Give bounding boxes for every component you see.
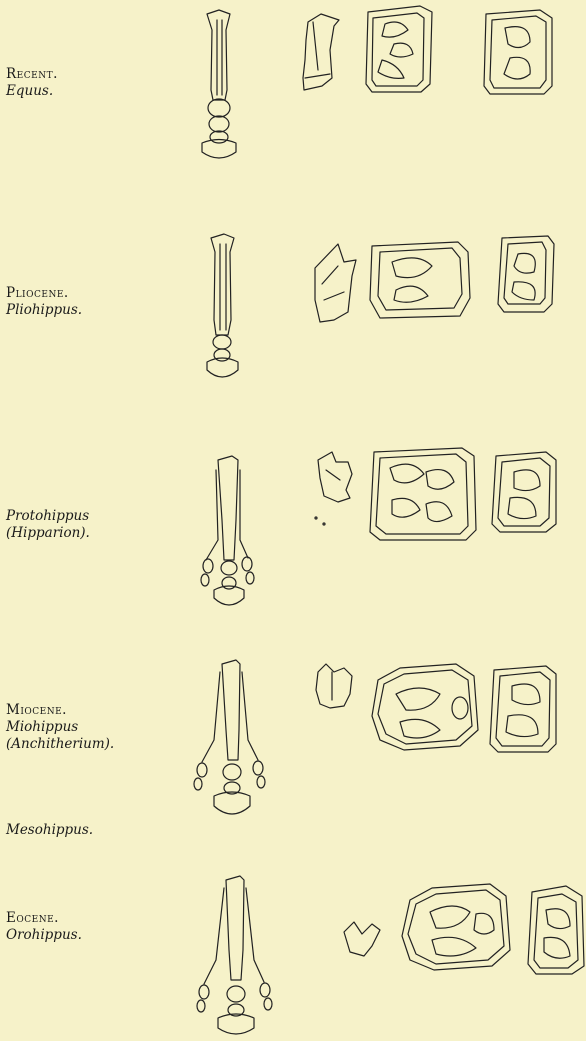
molar-lower-protohippus	[492, 452, 556, 532]
foot-pliohippus	[207, 234, 238, 377]
tooth-side-orohippus	[344, 922, 380, 956]
molar-lower-miohippus	[490, 666, 556, 752]
tooth-side-protohippus	[315, 452, 352, 525]
tooth-side-equus	[303, 14, 339, 90]
foot-protohippus	[201, 456, 254, 605]
tooth-side-pliohippus	[315, 244, 356, 322]
foot-orohippus	[197, 876, 272, 1034]
tooth-side-miohippus	[316, 664, 352, 708]
molar-upper-pliohippus	[370, 242, 470, 318]
molar-upper-miohippus	[372, 664, 478, 750]
molar-upper-orohippus	[402, 884, 510, 970]
molar-upper-equus	[366, 6, 432, 92]
molar-upper-protohippus	[370, 448, 476, 540]
molar-lower-pliohippus	[498, 236, 554, 312]
foot-miohippus	[194, 660, 265, 814]
molar-lower-orohippus	[528, 886, 584, 974]
foot-equus	[202, 10, 236, 158]
molar-lower-equus	[484, 10, 552, 94]
